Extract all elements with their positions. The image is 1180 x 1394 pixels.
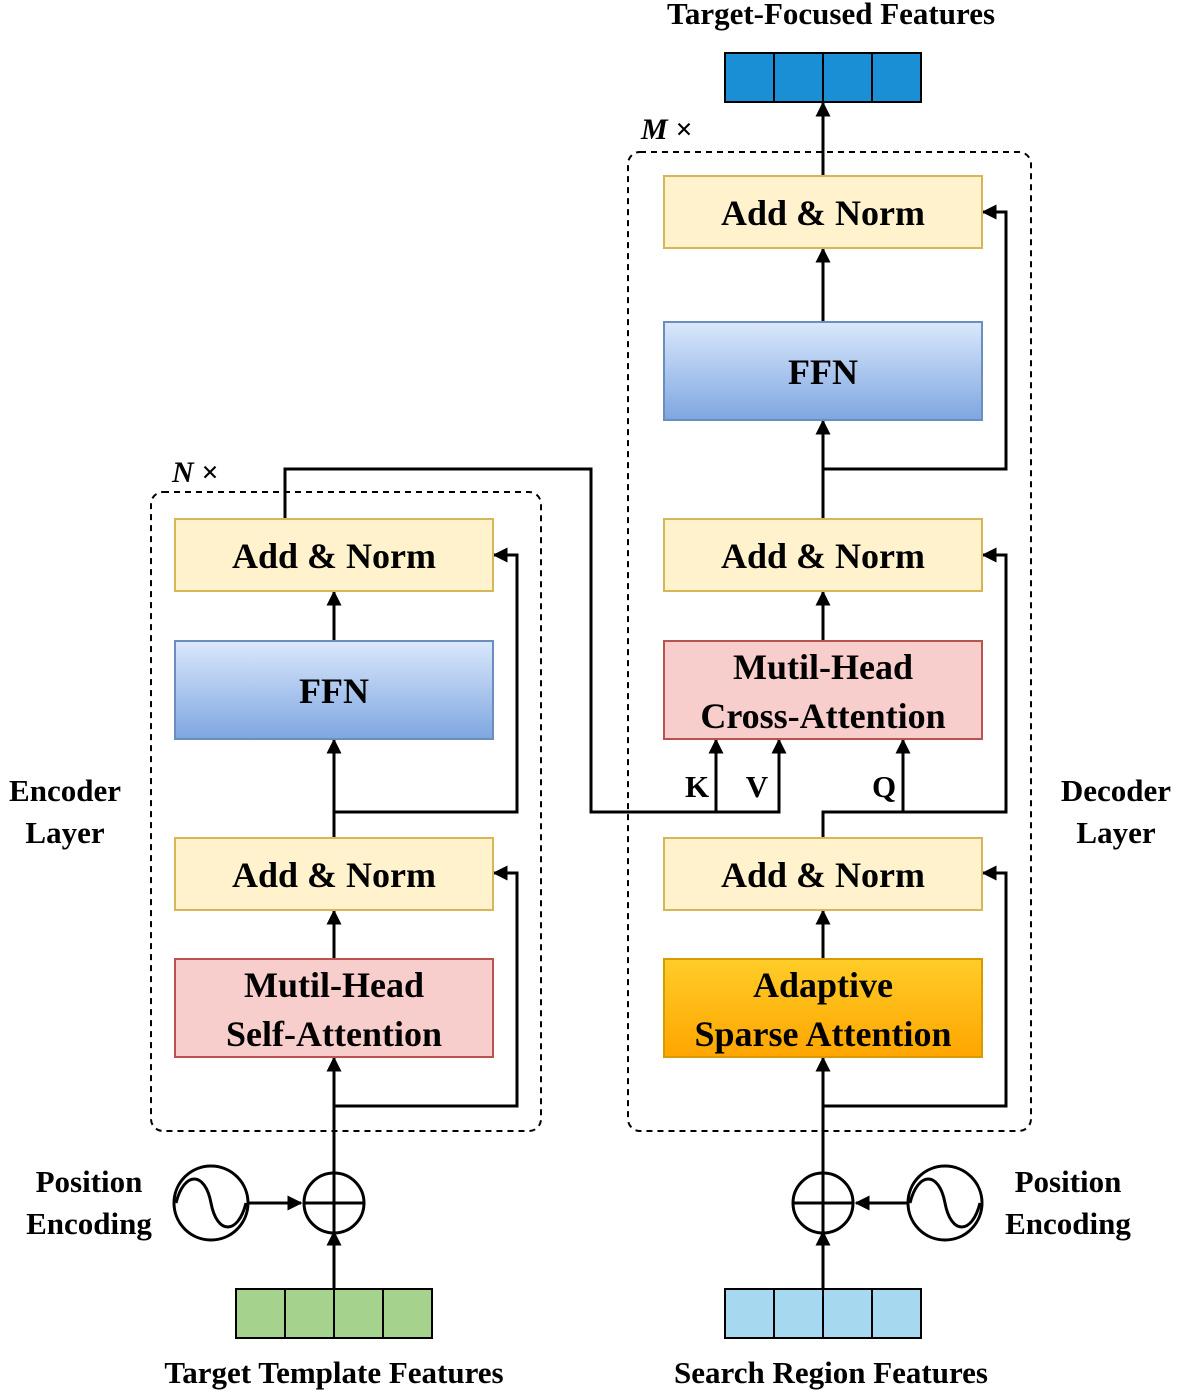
svg-text:Self-Attention: Self-Attention	[226, 1014, 442, 1054]
decoder-ffn: FFN	[663, 321, 983, 421]
svg-text:Adaptive: Adaptive	[753, 965, 893, 1005]
svg-text:Encoding: Encoding	[1005, 1206, 1131, 1241]
decoder-adaptive-sparse-attention: Adaptive Sparse Attention	[663, 958, 983, 1058]
svg-text:Encoder: Encoder	[9, 773, 121, 808]
decoder-repeat-container	[627, 151, 1032, 1132]
svg-text:Layer: Layer	[1076, 815, 1155, 850]
template-input-label: Target Template Features	[164, 1355, 503, 1390]
decoder-repeat-label: M ×	[640, 113, 692, 146]
encoder-repeat-label: N ×	[171, 456, 218, 489]
decoder-add-operator-icon	[791, 1171, 855, 1235]
encoder-repeat-container	[150, 491, 542, 1132]
value-label: V	[746, 769, 769, 804]
encoder-layer-label: Encoder Layer	[9, 773, 121, 850]
decoder-position-encoding-label: Position Encoding	[1005, 1164, 1131, 1241]
svg-text:Mutil-Head: Mutil-Head	[733, 647, 913, 687]
decoder-sine-wave-icon	[906, 1164, 984, 1242]
encoder-add-operator-icon	[302, 1171, 366, 1235]
encoder-connectors	[249, 467, 787, 1289]
decoder-add-norm-top: Add & Norm	[663, 175, 983, 249]
svg-text:Layer: Layer	[25, 815, 104, 850]
svg-text:Add & Norm: Add & Norm	[721, 193, 925, 233]
svg-text:Sparse Attention: Sparse Attention	[694, 1014, 951, 1054]
encoder-ffn: FFN	[174, 640, 494, 740]
template-feature-cells	[235, 1288, 433, 1339]
svg-text:Decoder: Decoder	[1061, 773, 1171, 808]
svg-text:Add & Norm: Add & Norm	[232, 855, 436, 895]
encoder-self-attention: Mutil-Head Self-Attention	[174, 958, 494, 1058]
svg-text:Position: Position	[1015, 1164, 1122, 1199]
decoder-connectors	[815, 101, 1008, 1289]
decoder-layer-label: Decoder Layer	[1061, 773, 1171, 850]
svg-text:Add & Norm: Add & Norm	[721, 855, 925, 895]
search-feature-cells	[724, 1288, 922, 1339]
svg-text:Cross-Attention: Cross-Attention	[700, 696, 945, 736]
svg-text:Encoding: Encoding	[26, 1206, 152, 1241]
decoder-cross-attention: Mutil-Head Cross-Attention	[663, 640, 983, 740]
encoder-add-norm-bottom: Add & Norm	[174, 837, 494, 911]
decoder-add-norm-mid: Add & Norm	[663, 518, 983, 592]
svg-text:Position: Position	[36, 1164, 143, 1199]
decoder-add-norm-bottom: Add & Norm	[663, 837, 983, 911]
search-input-label: Search Region Features	[674, 1355, 988, 1390]
output-feature-cells	[724, 52, 922, 103]
query-label: Q	[872, 769, 896, 804]
encoder-sine-wave-icon	[172, 1164, 250, 1242]
svg-text:FFN: FFN	[788, 352, 858, 392]
svg-text:Mutil-Head: Mutil-Head	[244, 965, 424, 1005]
key-label: K	[685, 769, 709, 804]
encoder-position-encoding-label: Position Encoding	[26, 1164, 152, 1241]
output-title: Target-Focused Features	[667, 0, 995, 31]
encoder-add-norm-top: Add & Norm	[174, 518, 494, 592]
svg-text:Add & Norm: Add & Norm	[721, 536, 925, 576]
svg-text:Add & Norm: Add & Norm	[232, 536, 436, 576]
svg-text:FFN: FFN	[299, 671, 369, 711]
